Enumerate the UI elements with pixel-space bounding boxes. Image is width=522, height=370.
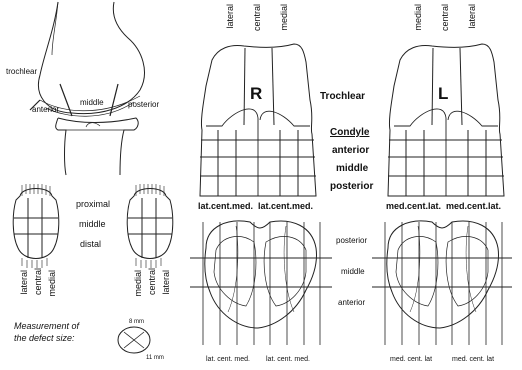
right-femur-grid bbox=[200, 44, 316, 196]
right-femur-col-lateral: lateral bbox=[226, 4, 235, 29]
condyle-middle-label: middle bbox=[336, 164, 368, 174]
defect-size-ellipse bbox=[118, 327, 150, 353]
right-femur-bottom-right-label: lat.cent.med. bbox=[258, 202, 313, 211]
left-femur-bottom-left-label: med.cent.lat. bbox=[386, 202, 441, 211]
left-tibial-bottom-right-label: med. cent. lat bbox=[452, 356, 494, 363]
measurement-height-label: 8 mm bbox=[129, 319, 144, 325]
patella-left-col-central: central bbox=[34, 268, 43, 295]
left-tibial-plateau-grid bbox=[372, 221, 512, 345]
sagittal-trochlear-label: trochlear bbox=[6, 68, 37, 76]
patella-middle-label: middle bbox=[79, 220, 106, 229]
left-femur-grid bbox=[388, 44, 504, 196]
right-tibial-bottom-right-label: lat. cent. med. bbox=[266, 356, 310, 363]
tibial-posterior-label: posterior bbox=[336, 237, 367, 245]
sagittal-anterior-label: anterior bbox=[32, 106, 59, 114]
right-tibial-bottom-left-label: lat. cent. med. bbox=[206, 356, 250, 363]
right-femur-bottom-left-label: lat.cent.med. bbox=[198, 202, 253, 211]
left-femur-bottom-right-label: med.cent.lat. bbox=[446, 202, 501, 211]
patella-right-col-medial: medial bbox=[134, 270, 143, 297]
trochlear-region-label: Trochlear bbox=[320, 92, 365, 102]
patella-left-col-lateral: lateral bbox=[20, 270, 29, 295]
measurement-width-label: 11 mm bbox=[146, 355, 164, 361]
measurement-caption-line1: Measurement of bbox=[14, 322, 79, 331]
sagittal-posterior-label: posterior bbox=[128, 101, 159, 109]
sagittal-knee-view bbox=[30, 2, 144, 175]
left-side-letter: L bbox=[438, 85, 448, 102]
patella-proximal-label: proximal bbox=[76, 200, 110, 209]
condyle-posterior-label: posterior bbox=[330, 182, 373, 192]
patella-right-col-central: central bbox=[148, 268, 157, 295]
condyle-region-label: Condyle bbox=[330, 128, 369, 138]
right-femur-col-medial: medial bbox=[280, 4, 289, 31]
patella-distal-label: distal bbox=[80, 240, 101, 249]
left-tibial-bottom-left-label: med. cent. lat bbox=[390, 356, 432, 363]
measurement-caption-line2: the defect size: bbox=[14, 334, 75, 343]
tibial-middle-label: middle bbox=[341, 268, 365, 276]
patella-right-col-lateral: lateral bbox=[162, 270, 171, 295]
right-side-letter: R bbox=[250, 85, 262, 102]
left-femur-col-lateral: lateral bbox=[468, 4, 477, 29]
left-femur-col-central: central bbox=[441, 4, 450, 31]
right-femur-col-central: central bbox=[253, 4, 262, 31]
left-femur-col-medial: medial bbox=[414, 4, 423, 31]
right-tibial-plateau-grid bbox=[190, 221, 332, 345]
patella-left-col-medial: medial bbox=[48, 270, 57, 297]
tibial-anterior-label: anterior bbox=[338, 299, 365, 307]
sagittal-middle-label: middle bbox=[80, 99, 104, 107]
condyle-anterior-label: anterior bbox=[332, 146, 369, 156]
